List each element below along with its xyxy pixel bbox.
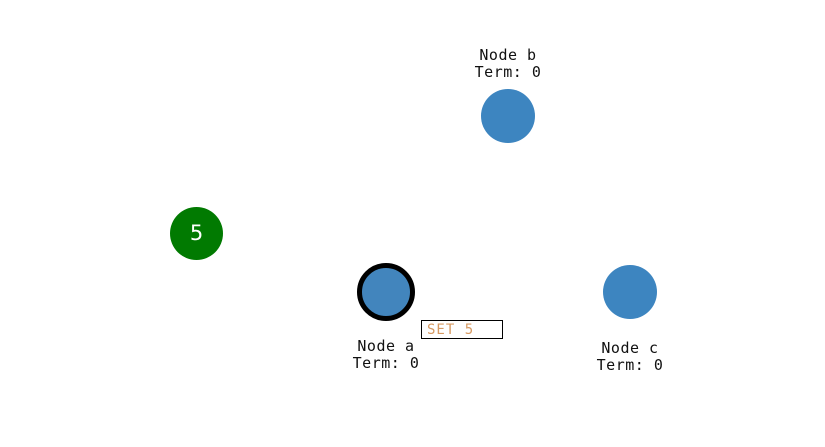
node-b-name: Node b bbox=[479, 46, 537, 64]
node-b-circle[interactable] bbox=[481, 89, 535, 143]
node-c-name: Node c bbox=[601, 339, 659, 357]
message-token-value: 5 bbox=[189, 220, 204, 245]
node-c-term: Term: 0 bbox=[596, 356, 664, 374]
node-b-term: Term: 0 bbox=[474, 63, 542, 81]
command-box[interactable]: SET 5 bbox=[421, 320, 503, 339]
message-token[interactable]: 5 bbox=[170, 207, 223, 260]
command-box-text: SET 5 bbox=[427, 321, 475, 338]
node-a-circle[interactable] bbox=[357, 263, 415, 321]
node-c-circle[interactable] bbox=[603, 265, 657, 319]
node-a-name: Node a bbox=[357, 337, 415, 355]
node-a-term: Term: 0 bbox=[352, 354, 420, 372]
